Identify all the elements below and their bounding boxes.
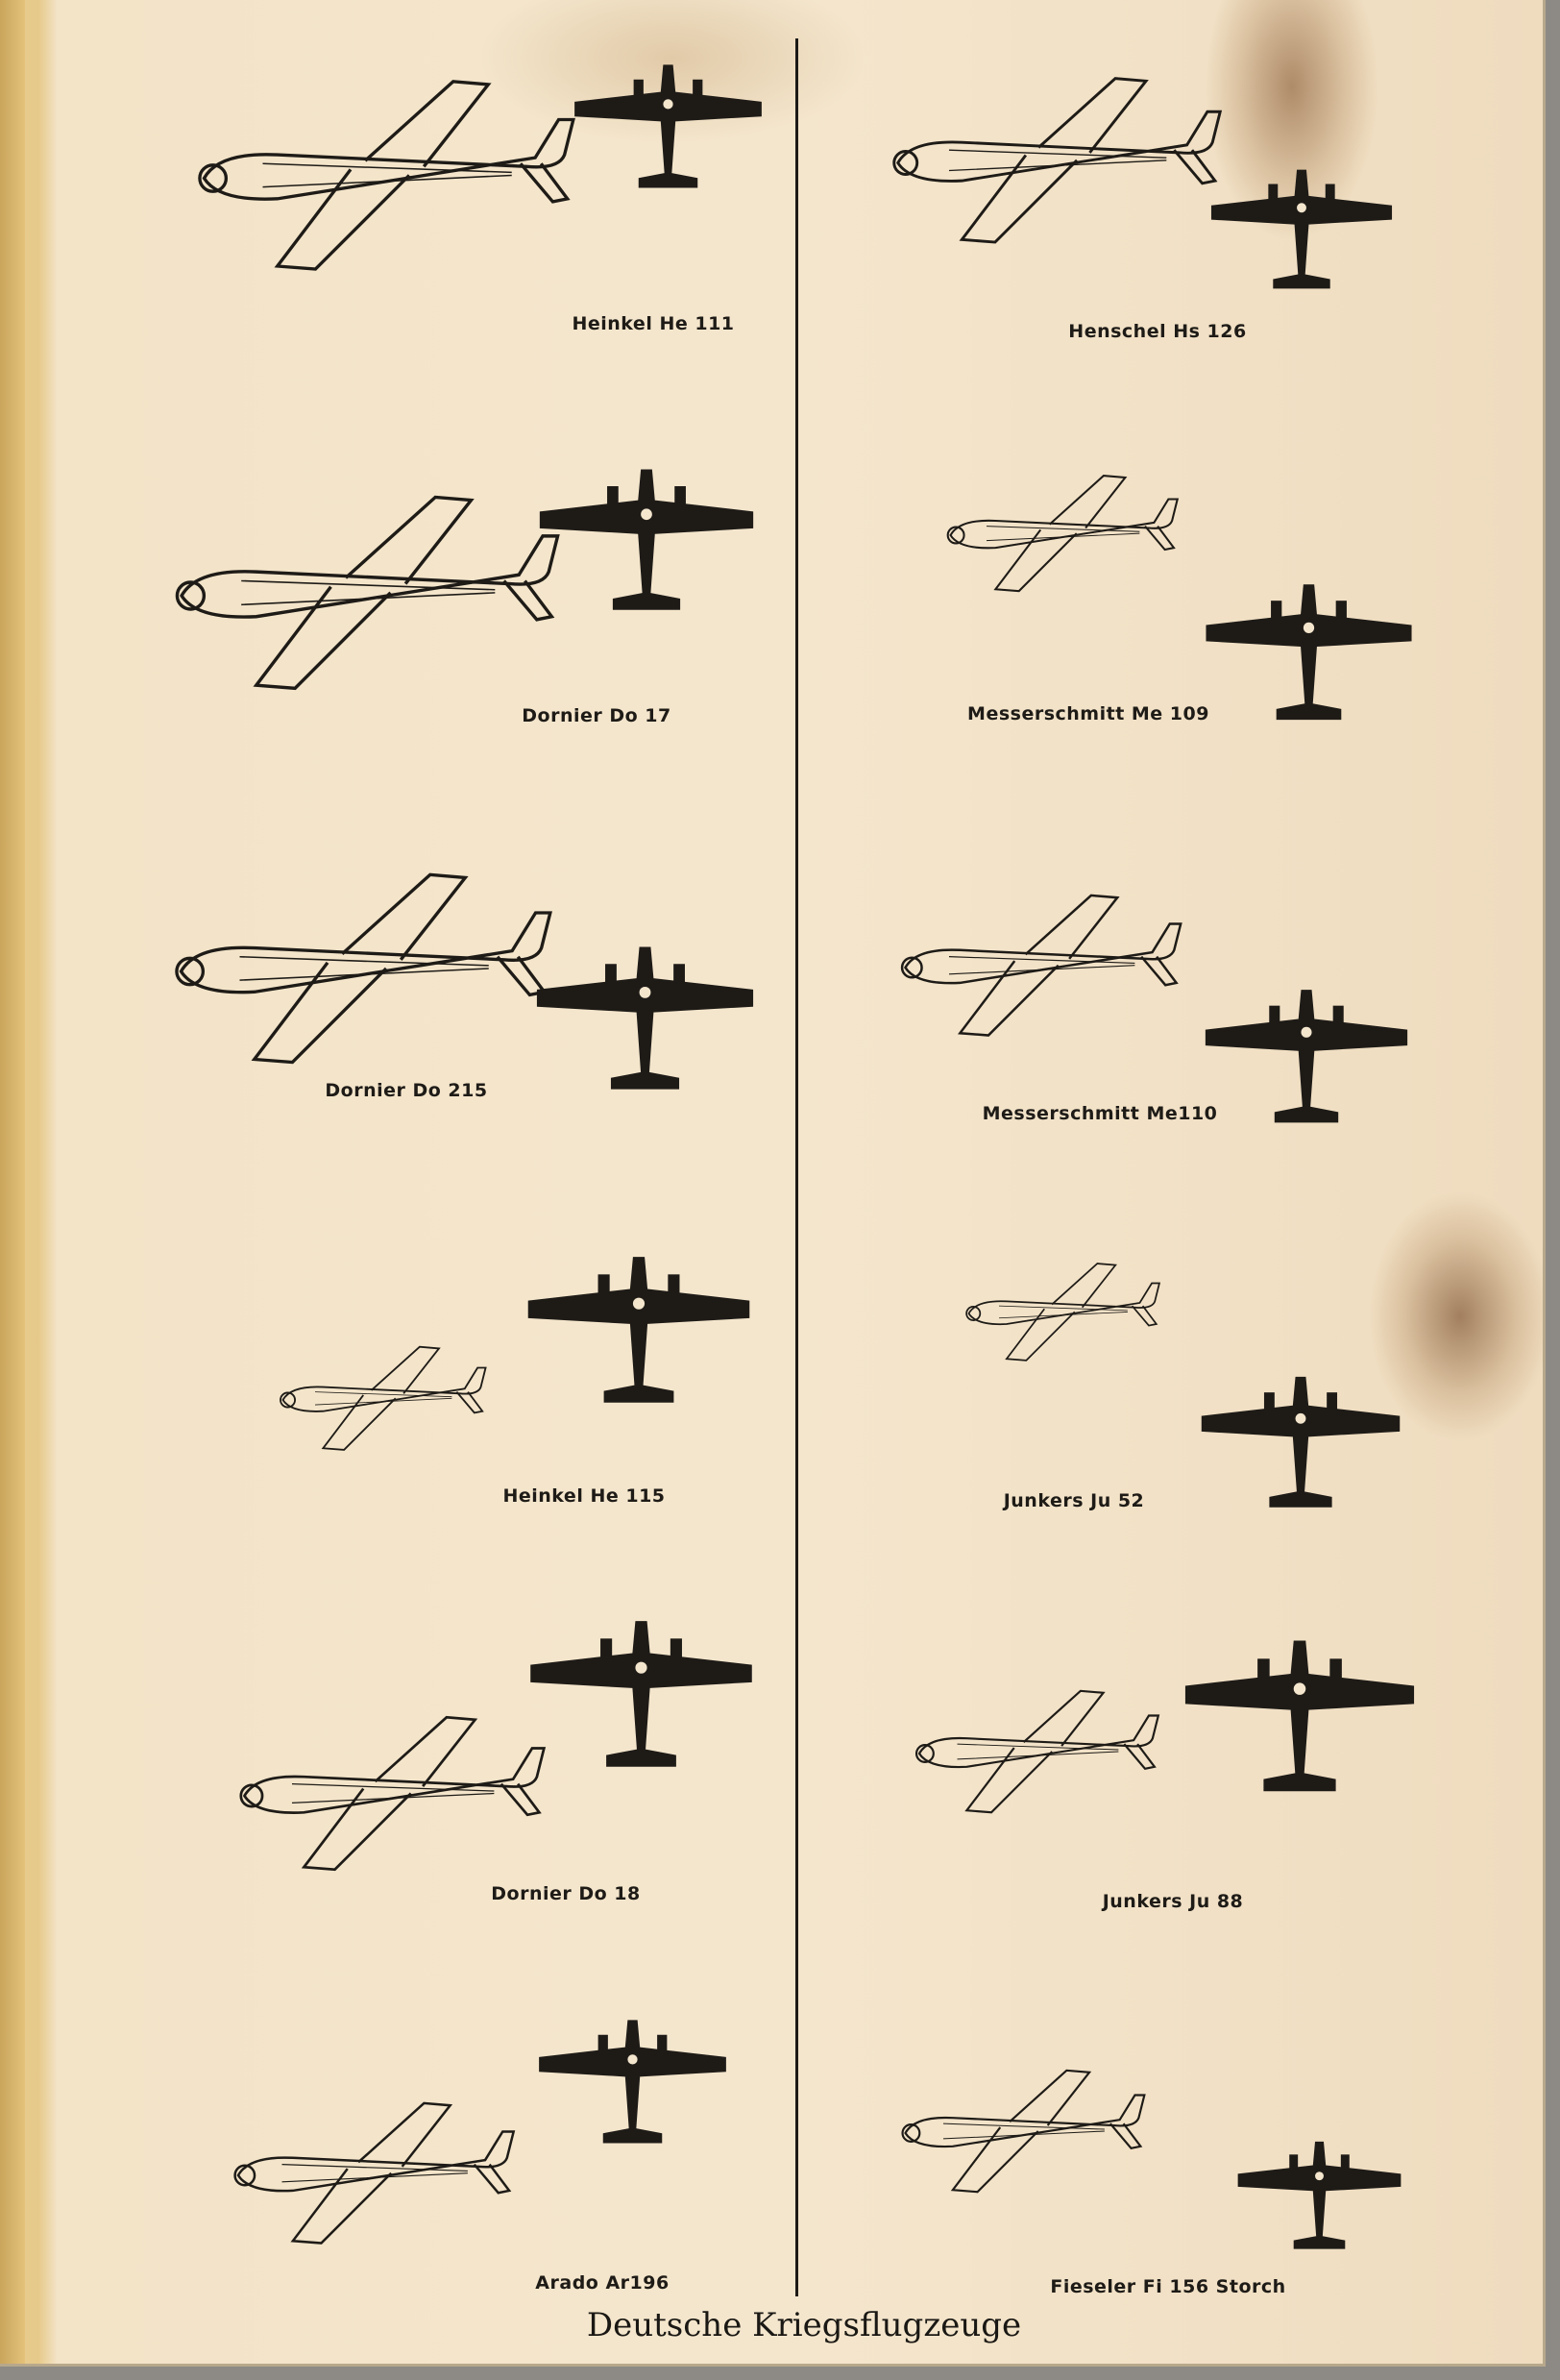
aircraft-caption: Dornier Do 18	[491, 1883, 641, 1904]
aircraft-caption: Messerschmitt Me110	[982, 1103, 1218, 1124]
page-title: Deutsche Kriegsflugzeuge	[586, 2306, 1022, 2344]
aircraft-caption: Messerschmitt Me 109	[967, 703, 1209, 724]
aircraft-silhouette-icon	[1227, 2133, 1412, 2262]
aircraft-silhouette-icon	[534, 451, 759, 634]
aircraft-side-drawing	[842, 61, 1260, 265]
aircraft-silhouette-icon	[516, 1245, 762, 1420]
aircraft-caption: Henschel Hs 126	[1068, 321, 1247, 342]
aircraft-side-drawing	[175, 61, 585, 296]
aircraft-silhouette-icon	[1183, 979, 1429, 1139]
aircraft-silhouette-icon	[524, 1609, 759, 1784]
aircraft-side-drawing	[847, 1678, 1219, 1829]
aircraft-caption: Fieseler Fi 156 Storch	[1050, 2276, 1286, 2297]
aircraft-silhouette-icon	[570, 45, 767, 212]
aircraft-silhouette-icon	[531, 919, 759, 1123]
aircraft-side-drawing	[847, 1253, 1272, 1374]
aircraft-silhouette-icon	[1177, 1629, 1423, 1809]
aircraft-side-drawing	[824, 2057, 1214, 2209]
aircraft-caption: Dornier Do 215	[325, 1080, 488, 1101]
aircraft-silhouette-icon	[1178, 1366, 1424, 1523]
aircraft-silhouette-icon	[1191, 574, 1426, 736]
aircraft-caption: Junkers Ju 52	[1003, 1490, 1145, 1511]
aircraft-caption: Heinkel He 115	[502, 1485, 666, 1507]
aircraft-silhouette-icon	[534, 1997, 731, 2171]
aircraft-silhouette-icon	[1207, 159, 1397, 304]
aircraft-side-drawing	[152, 827, 562, 1116]
aircraft-caption: Arado Ar196	[535, 2272, 670, 2294]
column-divider	[795, 38, 798, 2296]
aircraft-caption: Junkers Ju 88	[1102, 1891, 1244, 1912]
aircraft-side-drawing	[164, 2088, 574, 2263]
aircraft-side-drawing	[152, 463, 570, 728]
page-edge	[0, 0, 25, 2364]
aircraft-caption: Heinkel He 111	[572, 313, 735, 334]
aircraft-caption: Dornier Do 17	[522, 705, 671, 726]
